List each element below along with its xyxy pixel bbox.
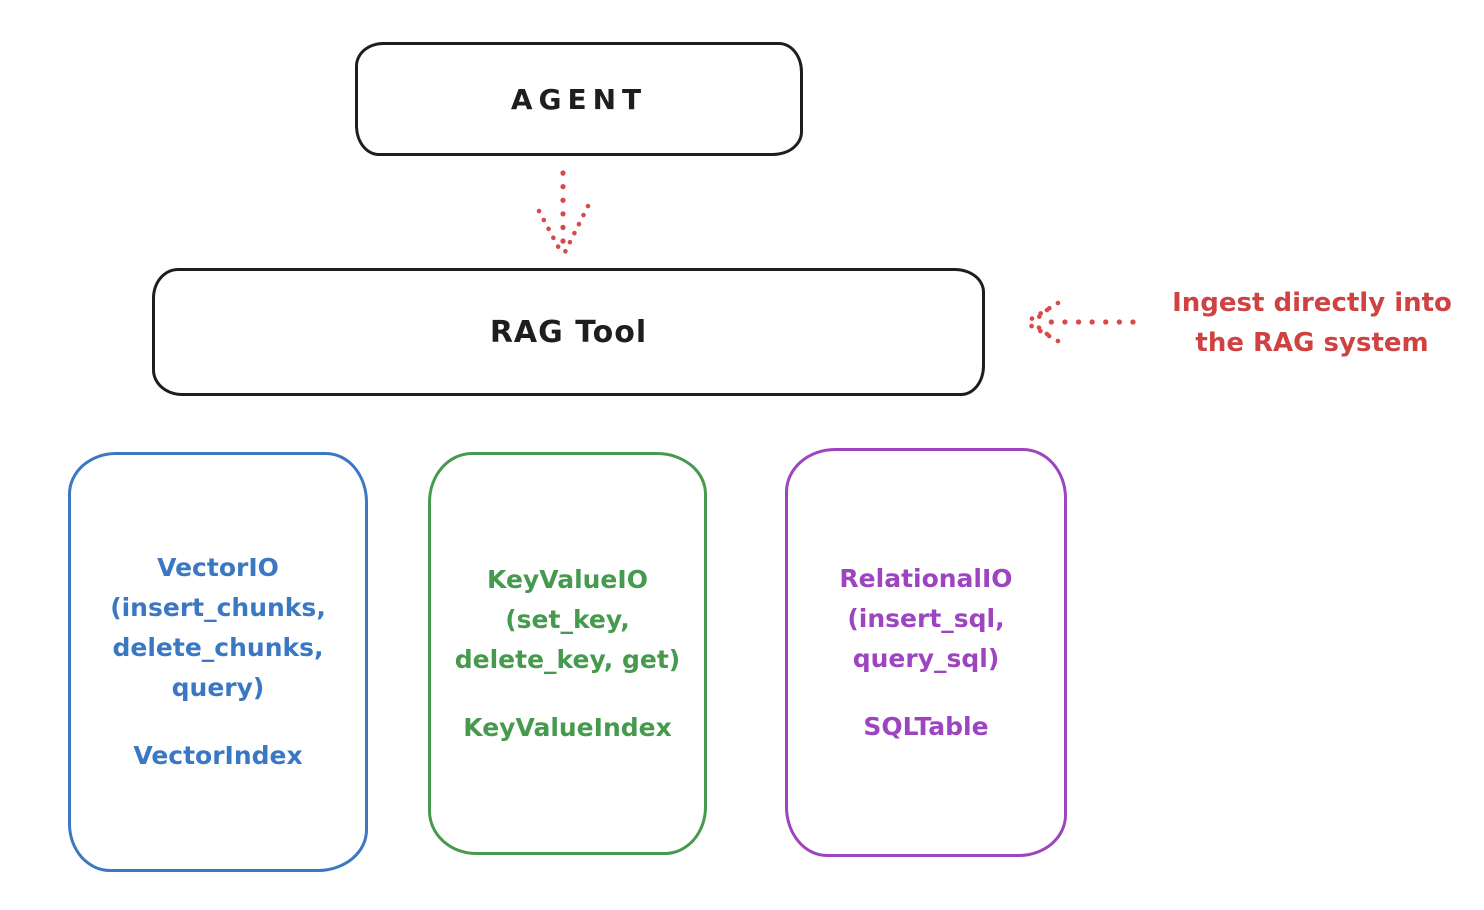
keyvalue-index-label: KeyValueIndex (463, 712, 672, 742)
vector-io-title: VectorIO (157, 553, 279, 582)
agent-label: AGENT (510, 82, 648, 116)
relational-io-box: RelationalIO (insert_sql, query_sql) SQL… (785, 448, 1067, 857)
vector-io-box: VectorIO (insert_chunks, delete_chunks, … (68, 452, 368, 872)
keyvalue-io-methods-line1: (set_key, (505, 604, 630, 634)
left-arrow-dotted-icon (1025, 300, 1136, 344)
ingest-annotation: Ingest directly into the RAG system (1140, 283, 1484, 363)
vector-io-methods-line2: delete_chunks, (112, 633, 324, 662)
keyvalue-io-methods-line2: delete_key, get) (454, 644, 681, 674)
relational-io-title: RelationalIO (839, 563, 1013, 593)
down-arrow-dotted-icon (536, 170, 591, 255)
relational-io-methods-line2: query_sql) (852, 643, 1000, 673)
rag-tool-box: RAG Tool (152, 268, 985, 396)
ingest-annotation-line2: the RAG system (1195, 328, 1429, 358)
vector-index-label: VectorIndex (133, 741, 303, 770)
keyvalue-io-title: KeyValueIO (487, 564, 648, 594)
relational-io-methods-line1: (insert_sql, (847, 603, 1005, 633)
vector-io-methods-line1: (insert_chunks, (110, 593, 326, 622)
keyvalue-io-box: KeyValueIO (set_key, delete_key, get) Ke… (428, 452, 707, 855)
sql-table-label: SQLTable (863, 711, 989, 741)
agent-box: AGENT (355, 42, 803, 156)
ingest-annotation-line1: Ingest directly into (1172, 288, 1452, 318)
vector-io-methods-line3: query) (171, 673, 265, 702)
rag-tool-label: RAG Tool (489, 314, 648, 350)
